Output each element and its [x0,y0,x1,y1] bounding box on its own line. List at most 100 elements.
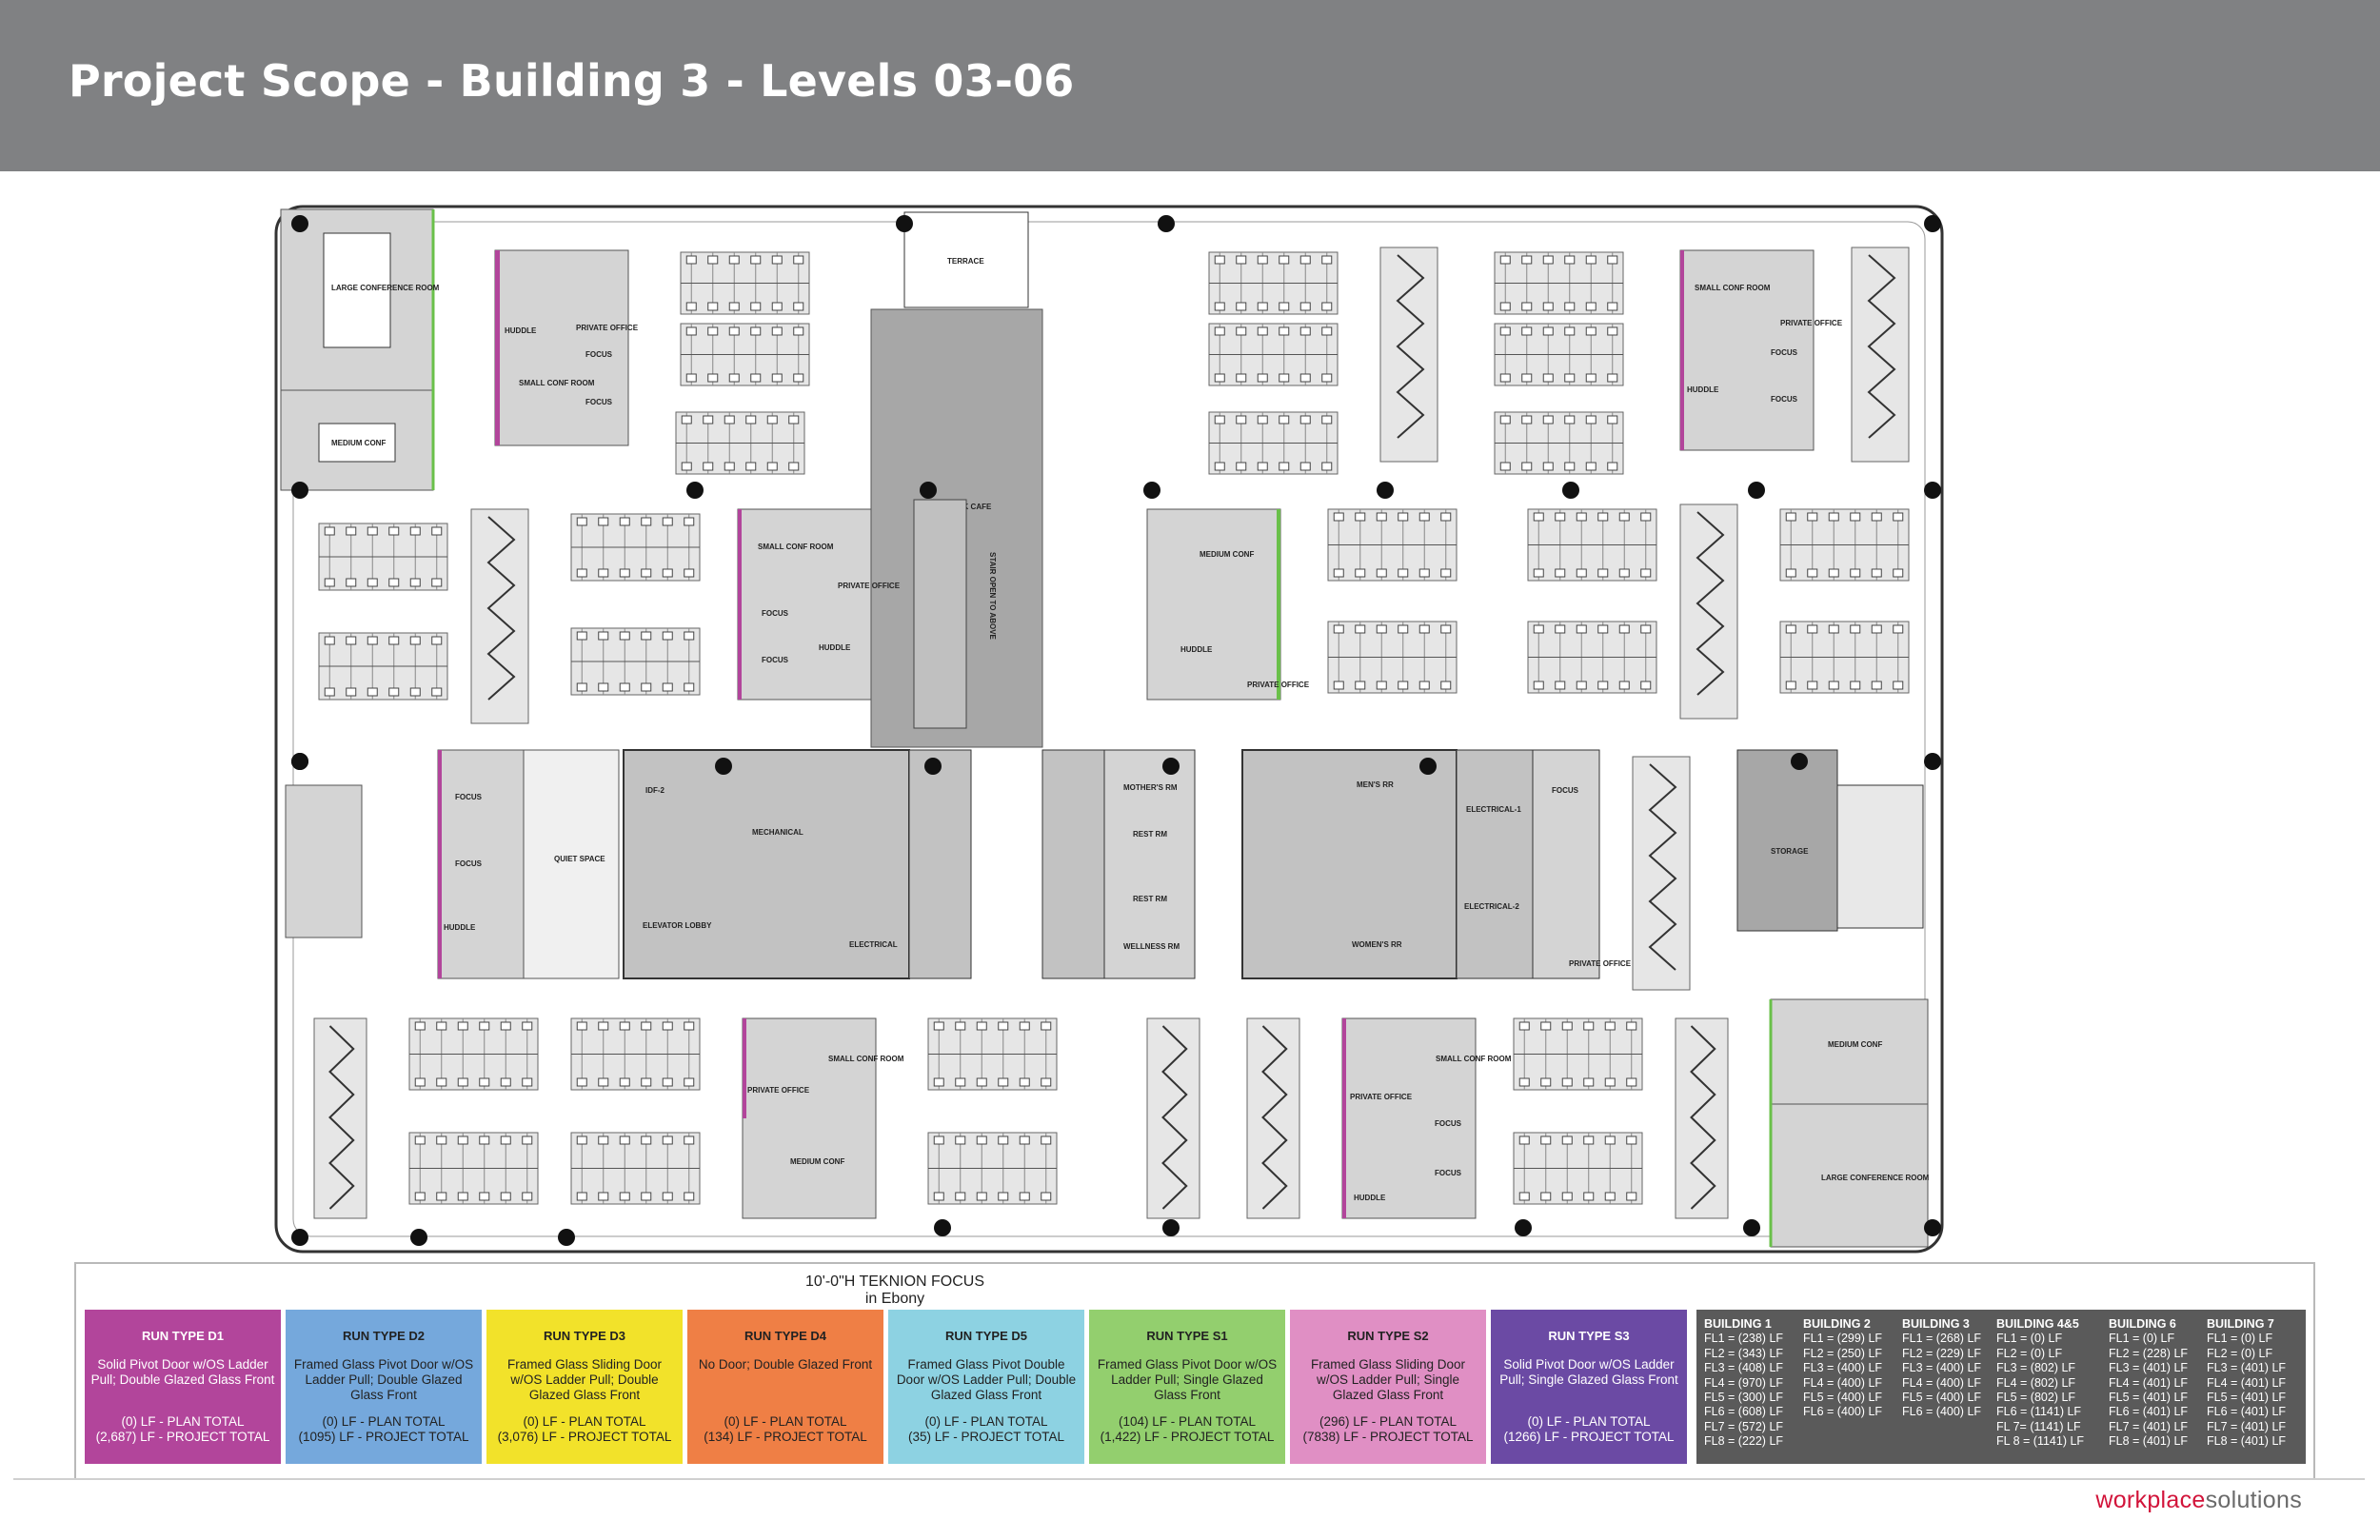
chair [1521,415,1533,424]
chair [1604,1192,1616,1201]
zigzag-outline [1246,1017,1300,1219]
chair [955,1192,966,1201]
chair [1257,302,1268,311]
chair [684,1135,695,1145]
chair [1540,1021,1552,1031]
chair [409,526,421,536]
label-terrace: TERRACE [947,257,984,266]
chair [1236,415,1247,424]
floor-total: FL2 = (343) LF [1704,1346,1784,1360]
cluster-g [1341,1017,1477,1219]
legend-title-line2: in Ebony [864,1291,925,1307]
chair [1257,255,1268,265]
chair [1828,624,1839,634]
workstation-pod [1527,621,1657,694]
run-type-name: RUN TYPE S3 [1548,1329,1630,1343]
chair [707,326,719,336]
core-restrooms [1103,749,1196,979]
label-small-conf-tr: SMALL CONF ROOM [1695,284,1771,292]
chair [1893,512,1904,522]
label-focus-b2: FOCUS [762,656,789,664]
chair [1518,1135,1530,1145]
chair [1555,681,1566,690]
chair [1279,462,1290,471]
building-col-2: BUILDING 2 FL1 = (299) LF FL2 = (250) LF… [1803,1317,1882,1420]
benching-zigzag [313,1017,367,1219]
floor-total: FL7 = (401) LF [2109,1419,2189,1433]
label-private-office-tr: PRIVATE OFFICE [1780,319,1843,327]
benching-zigzag [1632,756,1691,991]
chair [1585,373,1597,383]
chair [766,415,778,424]
run-type-name: RUN TYPE S2 [1347,1329,1429,1343]
chair [1585,462,1597,471]
chair [1321,326,1333,336]
label-private-office-g: PRIVATE OFFICE [1350,1093,1413,1101]
chair [598,682,609,692]
chair [436,1192,447,1201]
chair [1236,462,1247,471]
chair [1518,1021,1530,1031]
chair [1418,512,1430,522]
chair [793,255,804,265]
chair [522,1077,533,1087]
run-type-desc: Solid Pivot Door w/OS Ladder Pull; Doubl… [90,1357,275,1387]
label-focus-g2: FOCUS [1435,1169,1462,1177]
chair [1236,373,1247,383]
chair [619,631,630,641]
chair [1850,681,1861,690]
chair [1299,373,1311,383]
label-medium-conf-c: MEDIUM CONF [1200,550,1254,559]
chair [1418,681,1430,690]
floor-total: FL6 = (400) LF [1902,1405,1982,1419]
chair [1333,624,1344,634]
chair [1279,326,1290,336]
chair [1041,1021,1052,1031]
cluster-mid-left [437,749,525,979]
chair [619,1192,630,1201]
chair [1440,568,1452,578]
chair [1499,462,1511,471]
floor-total: FL1 = (0) LF [1996,1332,2063,1346]
chair [367,687,378,697]
label-medium-conf-br: MEDIUM CONF [1828,1040,1882,1049]
run-type-project-total: (7838) LF - PROJECT TOTAL [1302,1430,1474,1444]
chair [346,636,357,645]
workstation-pod [570,1017,701,1091]
chair [522,1192,533,1201]
label-work-cafe: WORK CAFE [944,503,992,511]
chair [641,568,652,578]
chair [1257,326,1268,336]
label-private-office-a: PRIVATE OFFICE [576,324,639,332]
chair [1576,624,1587,634]
floor-total: FL6 = (401) LF [2109,1405,2189,1419]
floor-total: FL5 = (300) LF [1704,1391,1784,1405]
label-mens-rr: MEN'S RR [1357,780,1394,789]
run-type-desc: Framed Glass Pivot Door w/OS Ladder Pull… [1097,1357,1278,1402]
floor-total: FL6 = (401) LF [2207,1405,2287,1419]
chair [641,631,652,641]
chair [1440,681,1452,690]
building-name: BUILDING 7 [2207,1317,2274,1331]
chair [1333,681,1344,690]
chair [576,1135,587,1145]
chair [619,568,630,578]
label-small-conf-b: SMALL CONF ROOM [758,543,834,551]
chair [1533,568,1544,578]
workstation-pod [318,523,448,591]
workstation-pod [570,513,701,582]
chair [976,1077,987,1087]
building-name: BUILDING 6 [2109,1317,2176,1331]
chair [1540,1135,1552,1145]
chair [1518,1192,1530,1201]
chair [1041,1135,1052,1145]
structural-column [1377,482,1394,499]
run-type-project-total: (35) LF - PROJECT TOTAL [907,1430,1065,1444]
chair [750,373,762,383]
label-private-office-c: PRIVATE OFFICE [1247,681,1310,689]
chair [1236,326,1247,336]
chair [685,302,697,311]
chair [685,373,697,383]
workstation-pod [318,632,448,701]
floor-total: FL2 = (0) LF [1996,1346,2063,1360]
